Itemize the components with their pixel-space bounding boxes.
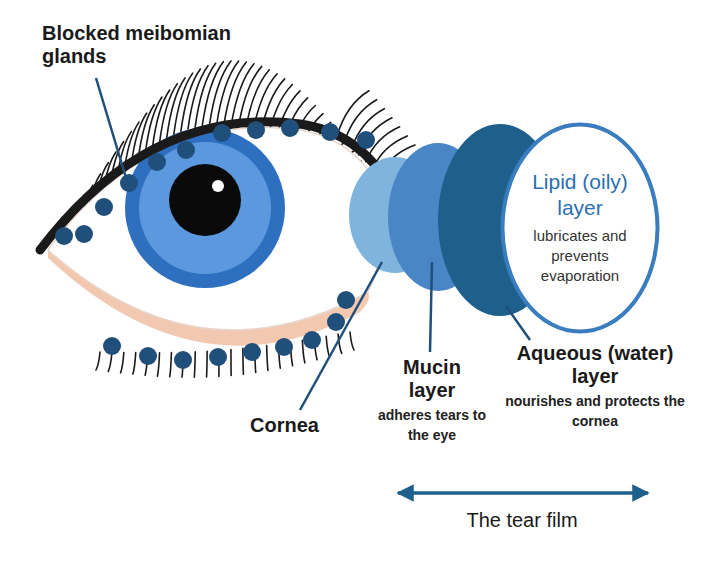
callout-label: Mucin layer	[378, 356, 486, 402]
layer-description: lubricates and prevents evaporation	[516, 226, 644, 287]
callout-note: nourishes and protects the cornea	[505, 392, 685, 431]
pupil	[169, 164, 241, 236]
oval-text: Lipid (oily) layer lubricates and prevent…	[516, 169, 644, 286]
callout-note: adheres tears to the eye	[376, 406, 488, 445]
meibomian-glands	[55, 119, 375, 369]
layer-title: Lipid (oily) layer	[516, 169, 644, 219]
sclera	[48, 128, 385, 330]
upper-lid	[40, 122, 392, 250]
callout-label: Aqueous (water) layer	[500, 342, 690, 388]
span-label: The tear film	[420, 509, 624, 532]
highlight	[212, 180, 224, 192]
tear-layer-oval: Lipid (oily) layer lubricates and prevent…	[500, 122, 660, 334]
iris-inner	[139, 142, 271, 274]
leader-lines	[96, 78, 530, 410]
callout-label: Blocked meibomian glands	[42, 22, 242, 68]
callout-label: Cornea	[250, 414, 319, 437]
span-arrow	[398, 491, 648, 495]
